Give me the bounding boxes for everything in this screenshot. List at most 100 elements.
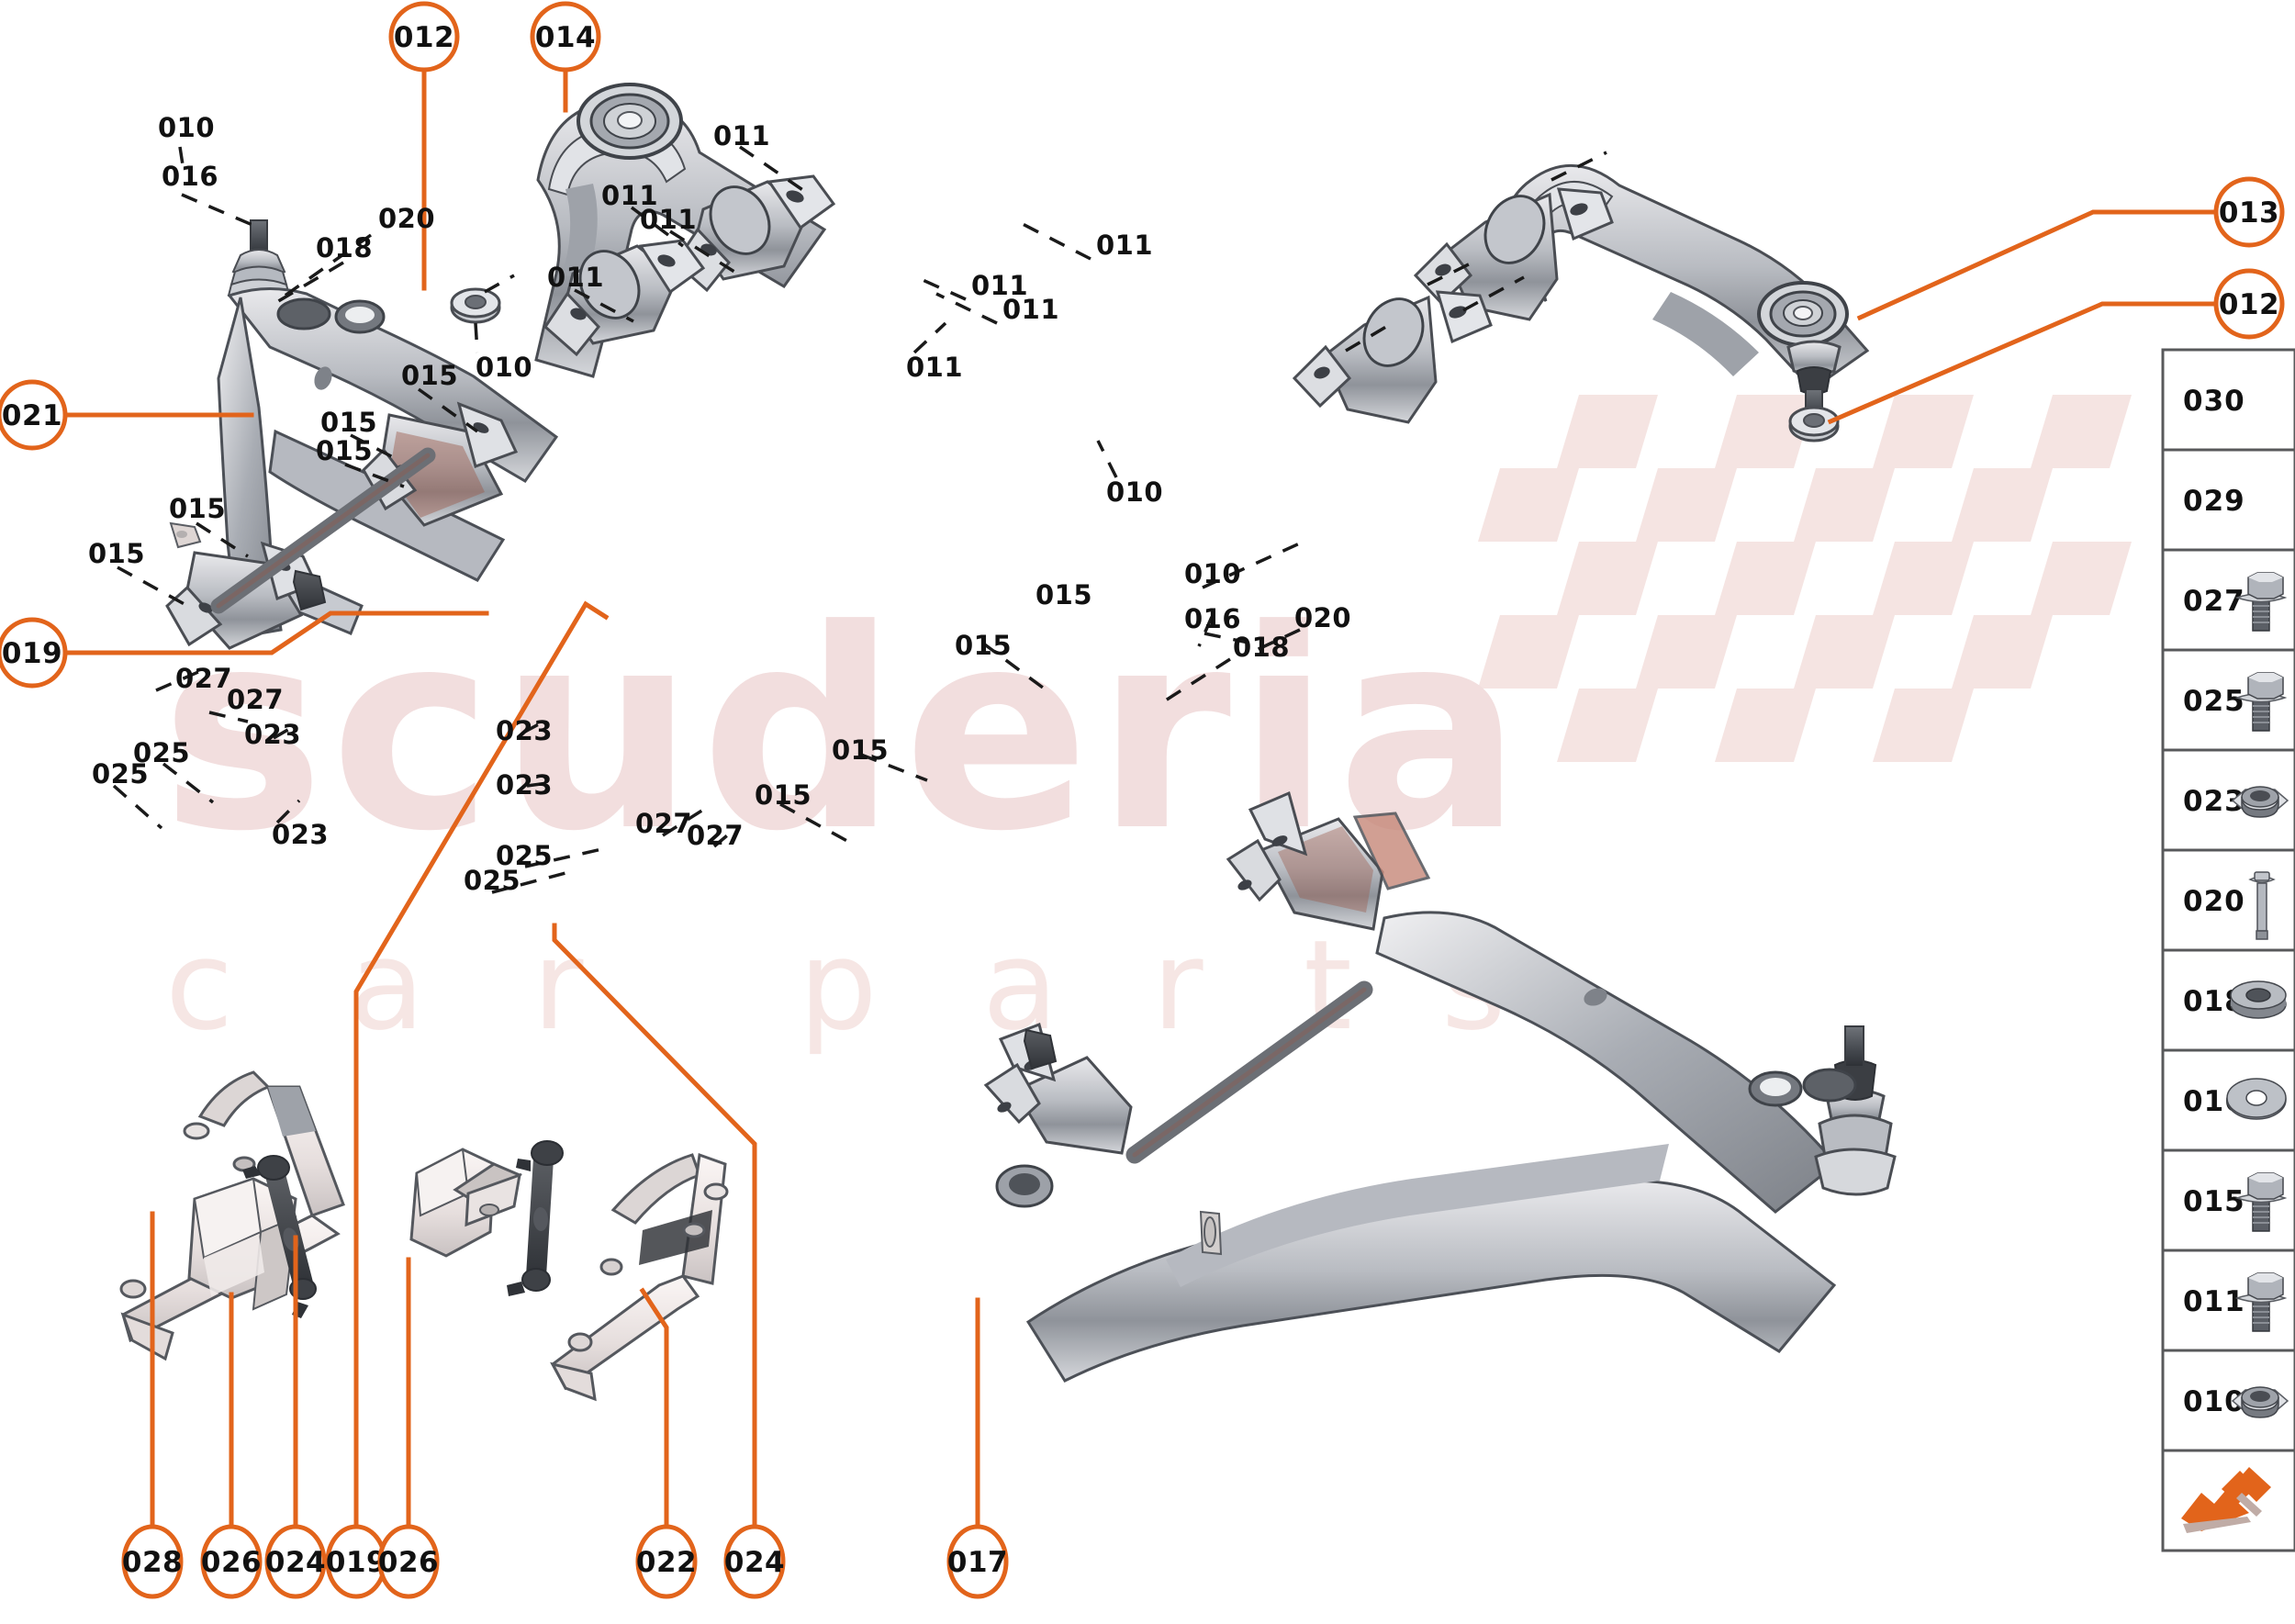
callout-label: 019 <box>326 1546 386 1579</box>
callout-bubble[interactable]: 019 <box>0 617 68 689</box>
ref-label: 023 <box>496 769 553 801</box>
ref-label: 015 <box>832 734 889 766</box>
ref-label: 010 <box>1184 558 1241 589</box>
legend-row-025[interactable]: 025 <box>2183 672 2286 732</box>
wm-letter-r2: r <box>1152 913 1203 1058</box>
part-drop-link-right <box>507 1140 564 1296</box>
ref-label: 027 <box>175 663 232 694</box>
callout-label: 012 <box>394 21 454 54</box>
ref-label: 025 <box>92 758 149 790</box>
part-washer-012-right <box>1788 406 1840 442</box>
legend-row-023[interactable]: 023 <box>2183 785 2289 818</box>
ref-label: 011 <box>1096 230 1153 261</box>
legend-row-016[interactable]: 016 <box>2183 1078 2287 1120</box>
callout-bubble[interactable]: 024 <box>723 1524 786 1599</box>
flat-washer-icon <box>2226 1078 2287 1120</box>
callout-bubble[interactable]: 012 <box>2213 268 2285 340</box>
leader-019b <box>353 600 610 1534</box>
leader-013 <box>1856 209 2222 321</box>
legend-row-029[interactable]: 029 <box>2183 485 2245 518</box>
ref-label: 011 <box>971 270 1028 301</box>
wm-letter-c: c <box>165 913 233 1058</box>
ref-label: 015 <box>169 493 226 524</box>
leader-019-left <box>60 610 489 655</box>
callout-bubble[interactable]: 012 <box>388 1 460 73</box>
callout-label: 019 <box>2 637 62 670</box>
callout-label: 017 <box>947 1546 1008 1579</box>
legend-row-015[interactable]: 015 <box>2183 1172 2286 1232</box>
callout-bubble[interactable]: 026 <box>200 1524 263 1599</box>
ref-label: 023 <box>244 719 301 750</box>
legend-row-010[interactable]: 010 <box>2183 1385 2289 1418</box>
callout-bubble[interactable]: 028 <box>121 1524 184 1599</box>
ref-label: 015 <box>755 779 812 811</box>
legend-code: 030 <box>2183 385 2245 418</box>
ref-label: 011 <box>547 262 604 293</box>
callout-bubble[interactable]: 014 <box>530 1 601 73</box>
legend-code: 025 <box>2183 685 2245 718</box>
ref-label: 020 <box>378 203 435 234</box>
ref-label: 015 <box>320 407 377 438</box>
ref-label: 011 <box>1002 294 1059 325</box>
ref-label: 011 <box>640 204 697 235</box>
ref-label: 015 <box>88 538 145 569</box>
callout-bubble[interactable]: 026 <box>377 1524 440 1599</box>
ref-label: 027 <box>687 820 744 851</box>
callout-bubble[interactable]: 017 <box>946 1524 1009 1599</box>
callout-label: 021 <box>2 399 62 432</box>
ref-label: 025 <box>496 840 553 871</box>
callout-bubble[interactable]: 022 <box>635 1524 698 1599</box>
callout-bubble[interactable]: 024 <box>264 1524 327 1599</box>
ref-label: 025 <box>133 737 190 768</box>
callout-label: 028 <box>122 1546 183 1579</box>
legend-code: 011 <box>2183 1285 2245 1318</box>
callout-label: 014 <box>535 21 596 54</box>
part-lower-control-arm-right <box>983 790 1897 1383</box>
ref-label: 015 <box>316 435 373 466</box>
part-lower-control-arm-left <box>165 219 559 650</box>
part-washer-012-left <box>450 287 501 324</box>
leader-022 <box>639 1287 669 1534</box>
callout-label: 026 <box>201 1546 262 1579</box>
ref-label: 016 <box>1184 603 1241 634</box>
legend-row-020[interactable]: 020 <box>2183 871 2275 940</box>
ref-label: 016 <box>162 161 218 192</box>
ref-label: 011 <box>601 180 658 211</box>
callout-bubble[interactable]: 021 <box>0 379 68 451</box>
part-bump-stop-right <box>409 1148 523 1258</box>
ref-label: 015 <box>401 360 458 391</box>
ref-label: 011 <box>906 352 963 383</box>
ref-label: 027 <box>635 808 692 839</box>
legend-row-018[interactable]: 018 <box>2183 980 2287 1019</box>
callout-label: 013 <box>2219 196 2279 230</box>
callout-label: 024 <box>724 1546 785 1579</box>
legend-frame <box>2161 348 2295 1552</box>
legend-code: 015 <box>2183 1185 2245 1218</box>
ref-label: 010 <box>476 352 532 383</box>
part-bump-stop-left <box>187 1177 297 1311</box>
ref-label: 023 <box>496 715 553 746</box>
legend-row-030[interactable]: 030 <box>2183 385 2245 418</box>
callout-label: 026 <box>378 1546 439 1579</box>
wm-letter-p: p <box>799 913 878 1058</box>
legend-code: 027 <box>2183 585 2245 618</box>
wm-letter-r: r <box>532 913 584 1058</box>
legend-row-027[interactable]: 027 <box>2183 572 2286 632</box>
ref-label: 015 <box>955 630 1012 661</box>
ref-label: 025 <box>464 865 521 896</box>
ref-label: 010 <box>1106 476 1163 508</box>
callout-bubble[interactable]: 019 <box>325 1524 387 1599</box>
ref-label: 023 <box>272 819 329 850</box>
ref-label: 018 <box>316 232 373 263</box>
callout-bubble[interactable]: 013 <box>2213 176 2285 248</box>
legend-row-011[interactable]: 011 <box>2183 1272 2286 1332</box>
ref-label: 010 <box>158 112 215 143</box>
ref-label: 011 <box>713 120 770 151</box>
